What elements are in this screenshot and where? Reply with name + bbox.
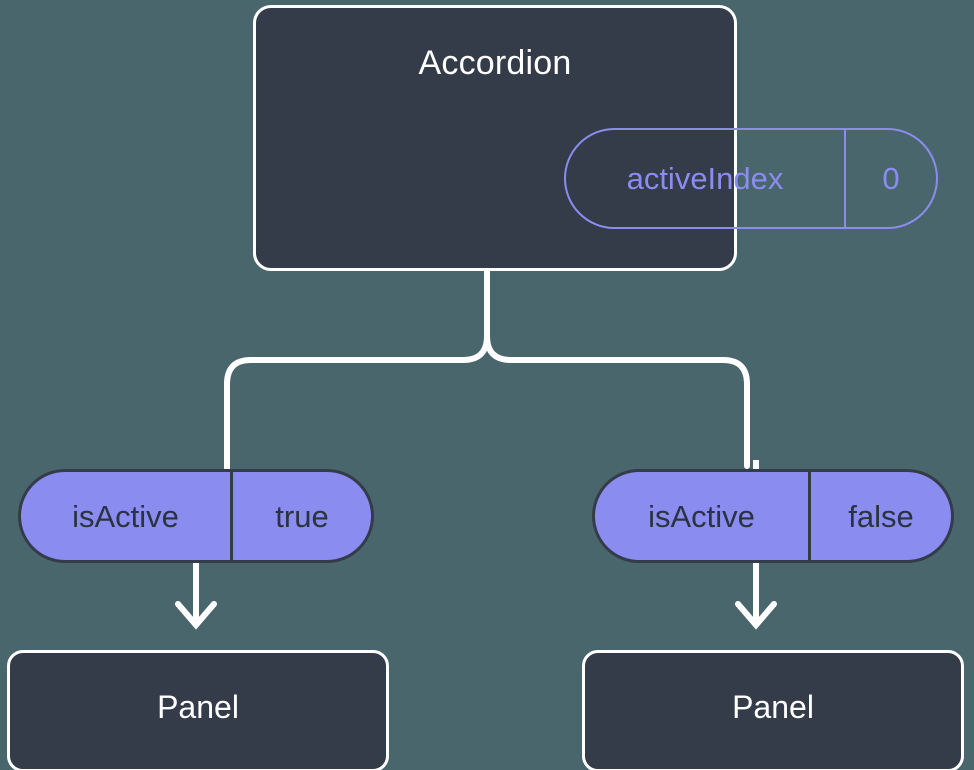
- state-pill-key: activeIndex: [566, 130, 846, 227]
- node-panel-right-title: Panel: [732, 689, 814, 725]
- arrow-left-pill-to-panel: [175, 563, 217, 630]
- prop-pill-key: isActive: [21, 472, 233, 560]
- prop-pill-value: true: [275, 498, 329, 534]
- branch-connector: [224, 268, 750, 469]
- node-accordion-title: Accordion: [418, 44, 572, 82]
- node-panel-right[interactable]: Panel: [582, 650, 964, 770]
- arrow-right-pill-to-panel: [735, 563, 777, 630]
- prop-pill-is-active-false[interactable]: isActive false: [592, 469, 954, 563]
- state-pill-value: 0: [882, 161, 900, 196]
- node-panel-left-title: Panel: [157, 689, 239, 725]
- node-accordion[interactable]: Accordion activeIndex 0: [253, 5, 938, 271]
- node-panel-left[interactable]: Panel: [7, 650, 389, 770]
- prop-pill-value: false: [848, 498, 914, 534]
- prop-pill-is-active-true[interactable]: isActive true: [18, 469, 374, 563]
- prop-pill-key: isActive: [595, 472, 811, 560]
- state-pill-active-index[interactable]: activeIndex 0: [564, 128, 938, 229]
